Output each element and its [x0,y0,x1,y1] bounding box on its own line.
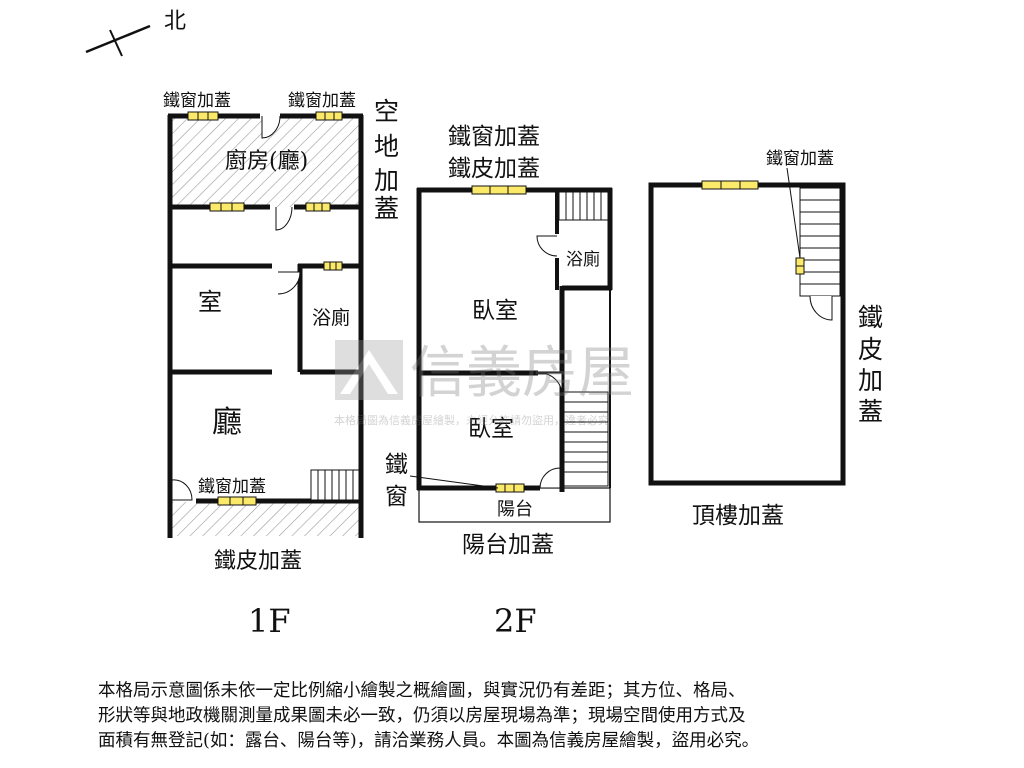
door-icon [539,372,563,396]
label-window-cover: 鐵窗加蓋 [198,477,266,497]
room-bathroom: 浴廁 [312,306,350,329]
door-icon [277,271,301,295]
iron-window-char-2: 窗 [385,484,408,510]
north-label: 北 [164,9,186,34]
door-icon [536,235,558,257]
window-icon [701,180,759,190]
floor-1-title: 1F [248,602,291,640]
disclaimer-text: 本格局示意圖係未依一定比例縮小繪製之概繪圖，與實況仍有差距；其方位、格局、 形狀… [98,679,928,754]
window-icon [217,496,257,506]
disclaimer-line-1: 本格局示意圖係未依一定比例縮小繪製之概繪圖，與實況仍有差距；其方位、格局、 [98,681,746,701]
room-bedroom: 室 [198,288,222,316]
sinyi-logo-icon [335,340,403,400]
label-vacant-land-cover: 空 地 加 蓋 [374,97,399,223]
door-icon [261,115,281,139]
door-icon [539,467,561,489]
door-icon [809,295,833,321]
floor-2-plan: 鐵窗加蓋 鐵皮加蓋 浴廁 臥室 臥室 鐵 窗 陽台 陽台加蓋 2F [385,124,613,640]
sinyi-watermark: 信義房屋 本格局圖為信義房屋繪製，未經允許請勿盜用，違者必究 [334,340,634,427]
label-window-cover: 鐵窗加蓋 [448,124,540,150]
iron-window-char-1: 鐵 [385,452,408,478]
window-icon [305,202,331,212]
label-metal-sheet-cover: 鐵皮加蓋 [214,549,302,574]
disclaimer-line-3: 面積有無登記(如：露台、陽台等)，請洽業務人員。本圖為信義房屋繪製，盜用必究。 [98,731,760,751]
watermark-fine-print: 本格局圖為信義房屋繪製，未經允許請勿盜用，違者必究 [334,413,609,427]
window-icon [471,185,527,195]
window-icon [795,257,805,275]
window-icon [315,111,343,121]
label-metal-sheet-cover: 鐵皮加蓋 [448,156,540,182]
metal-sheet-char-3: 加 [858,366,883,395]
label-window-cover: 鐵窗加蓋 [288,91,356,111]
room-bathroom: 浴廁 [566,249,600,270]
vacant-land-char-1: 空 [374,97,399,126]
metal-sheet-char-2: 皮 [858,335,883,364]
door-icon [275,206,293,231]
vacant-land-char-2: 地 [374,132,399,161]
label-rooftop-addition: 頂樓加蓋 [692,503,784,529]
roof-plan: 鐵窗加蓋 鐵 皮 加 蓋 頂樓加蓋 [648,149,883,529]
window-icon [323,261,343,271]
label-window-cover: 鐵窗加蓋 [163,91,231,111]
vacant-land-char-3: 加 [374,166,399,195]
floor-1-plan: 鐵窗加蓋 鐵窗加蓋 空 地 加 蓋 廚房(廳) 室 浴廁 廳 鐵窗加蓋 鐵皮加蓋… [163,91,399,640]
room-living: 廳 [212,405,242,440]
room-balcony: 陽台 [497,499,533,520]
floor-2-title: 2F [494,602,537,640]
window-icon [495,483,525,493]
watermark-brand: 信義房屋 [410,341,634,406]
label-balcony-cover: 陽台加蓋 [462,532,554,558]
label-metal-sheet-cover: 鐵 皮 加 蓋 [858,303,883,426]
metal-sheet-char-4: 蓋 [858,397,883,426]
room-kitchen: 廚房(廳) [225,149,308,174]
door-icon [171,479,193,501]
label-window-cover: 鐵窗加蓋 [766,149,834,169]
vacant-land-char-4: 蓋 [374,194,399,223]
window-icon [187,111,219,121]
room-bedroom-2: 臥室 [468,416,514,442]
window-icon [209,202,245,212]
label-iron-window: 鐵 窗 [385,452,408,510]
disclaimer-line-2: 形狀等與地政機關測量成果圖未必一致，仍須以房屋現場為準；現場空間使用方式及 [98,706,746,726]
room-bedroom-1: 臥室 [472,298,518,324]
north-arrow-icon [85,24,151,57]
bottom-hatch [170,502,361,536]
metal-sheet-char-1: 鐵 [858,303,883,332]
